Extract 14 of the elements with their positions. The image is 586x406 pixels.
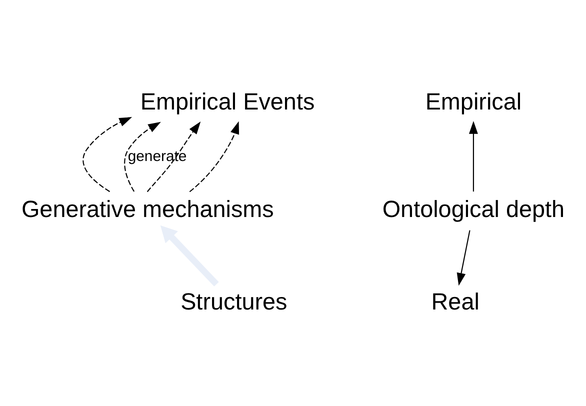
arrow	[146, 121, 201, 192]
arrow	[82, 116, 132, 192]
arrow	[456, 230, 470, 286]
arrow	[189, 120, 240, 192]
node-text: Ontological depth	[382, 195, 565, 222]
node-text: Structures	[180, 288, 288, 314]
edge-label: generate	[128, 148, 187, 165]
node-text: Real	[431, 288, 480, 314]
arrow	[468, 120, 478, 192]
node-text: Generative mechanisms	[21, 195, 274, 222]
arrow	[160, 224, 219, 286]
node-text: Empirical Events	[140, 88, 315, 114]
node-text: Empirical	[425, 88, 522, 114]
arrow	[124, 121, 161, 192]
